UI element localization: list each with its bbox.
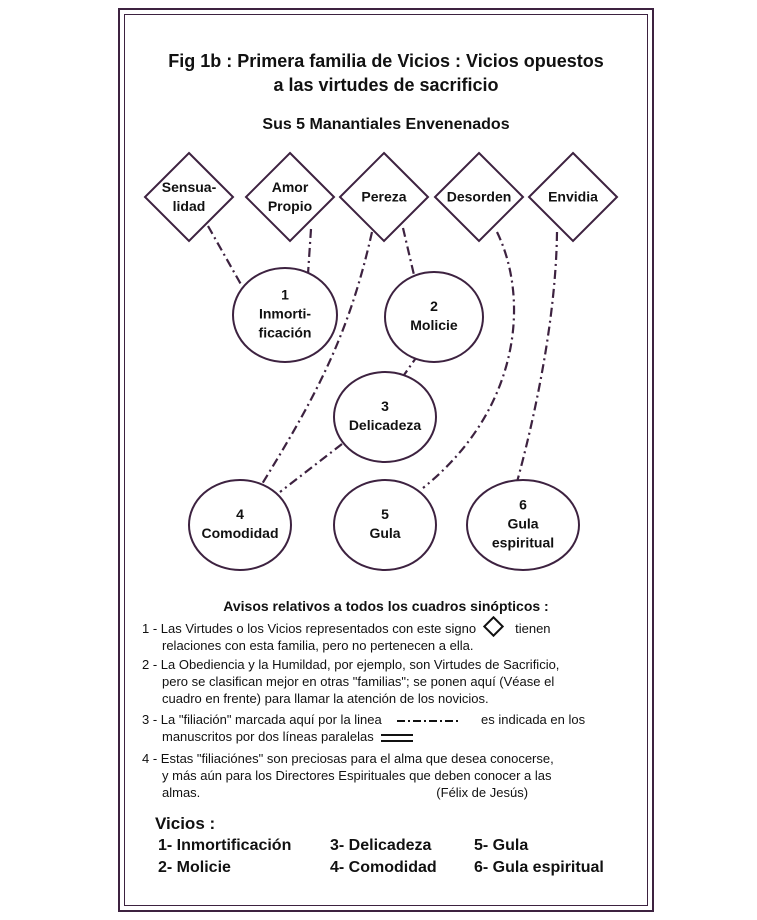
vice-gula-line-2: Gula: [369, 525, 400, 541]
vice-delicadeza-line-2: Delicadeza: [349, 417, 422, 433]
link-desorden-to-gula: [422, 231, 516, 489]
link-sensualidad-to-inmortificacion: [207, 225, 244, 289]
source-envidia-line-1: Envidia: [548, 189, 598, 205]
diamond-shape: [143, 151, 235, 243]
source-node-desorden: Desorden: [433, 151, 525, 243]
figure-title-line1: Fig 1b : Primera familia de Vicios : Vic…: [168, 51, 604, 71]
vice-comodidad-line-1: 4: [236, 506, 244, 522]
link-pereza-to-comodidad: [261, 231, 374, 485]
note-2: 2 - La Obediencia y la Humildad, por eje…: [142, 656, 559, 707]
note-3-text-c: manuscritos por dos líneas paralelas: [162, 729, 374, 744]
source-pereza-line-1: Pereza: [361, 189, 406, 205]
vice-molicie-line-2: Molicie: [410, 317, 458, 333]
link-amor-propio-to-inmortificacion: [306, 228, 313, 275]
note-4-signature: (Félix de Jesús): [436, 785, 529, 800]
inner-frame: [124, 14, 648, 906]
vice-gula-espiritual-line-1: 6: [519, 497, 527, 513]
notes-title: Avisos relativos a todos los cuadros sin…: [223, 598, 549, 614]
outer-frame: [118, 8, 654, 912]
vicio-item-2: 2- Molicie: [158, 859, 231, 876]
vicio-item-3: 3- Delicadeza: [330, 837, 432, 854]
link-envidia-to-gula-espiritual: [515, 231, 559, 483]
vice-delicadeza-line-1: 3: [381, 398, 389, 414]
note-1: 1 - Las Virtudes o los Vicios representa…: [142, 615, 551, 654]
note-2-text-a: 2 - La Obediencia y la Humildad, por eje…: [142, 657, 560, 672]
vicio-item-6: 6- Gula espiritual: [474, 859, 604, 876]
link-delicadeza-to-comodidad: [279, 443, 343, 493]
diamond-shape: [244, 151, 336, 243]
vice-gula-espiritual-line-3: espiritual: [492, 535, 554, 551]
diamond-shape: [338, 151, 430, 243]
ellipse-shape: [333, 479, 437, 571]
vicios-list-title: Vicios :: [155, 814, 216, 833]
links-layer: [207, 225, 559, 493]
vice-gula-line-1: 5: [381, 506, 389, 522]
ellipse-shape: [232, 267, 338, 363]
note-2-text-c: cuadro en frente) para llamar la atenció…: [162, 691, 489, 706]
figure-title-line2: a las virtudes de sacrificio: [273, 75, 499, 95]
source-desorden-line-1: Desorden: [447, 189, 512, 205]
source-node-pereza: Pereza: [338, 151, 430, 243]
source-amor-propio-line-1: Amor: [272, 179, 309, 195]
ellipse-shape: [188, 479, 292, 571]
ellipse-shape: [384, 271, 484, 363]
diamond-sign-icon: [483, 615, 505, 638]
note-4-text-b: y más aún para los Directores Espiritual…: [162, 768, 552, 783]
diamond-shape: [527, 151, 619, 243]
note-1-text-c: relaciones con esta familia, pero no per…: [162, 638, 474, 653]
link-pereza-to-molicie: [401, 227, 416, 276]
vicio-item-4: 4- Comodidad: [330, 859, 437, 876]
note-3-text-a: 3 - La "filiación" marcada aquí por la l…: [142, 712, 382, 727]
note-3-text-b: es indicada en los: [481, 712, 586, 727]
note-4-text-a: 4 - Estas "filiaciónes" son preciosas pa…: [142, 751, 554, 766]
vice-gula-espiritual-line-2: Gula: [507, 516, 538, 532]
source-sensualidad-line-1: Sensua-: [162, 179, 217, 195]
dash-dot-line-sample-icon: [397, 719, 462, 722]
vicio-item-5: 5- Gula: [474, 837, 529, 854]
vice-comodidad-line-2: Comodidad: [202, 525, 279, 541]
note-3: 3 - La "filiación" marcada aquí por la l…: [142, 711, 585, 745]
source-node-envidia: Envidia: [527, 151, 619, 243]
source-amor-propio-line-2: Propio: [268, 198, 312, 214]
ellipse-shape: [333, 371, 437, 463]
note-4: 4 - Estas "filiaciónes" son preciosas pa…: [142, 750, 554, 801]
vice-inmortificacion-line-3: ficación: [259, 325, 312, 341]
note-1-text-a: 1 - Las Virtudes o los Vicios representa…: [142, 621, 477, 636]
double-line-sample-icon: [381, 733, 414, 742]
source-node-sensualidad: Sensua-lidad: [143, 151, 235, 243]
note-2-text-b: pero se clasifican mejor en otras "famil…: [162, 674, 555, 689]
source-sensualidad-line-2: lidad: [173, 198, 206, 214]
ellipse-shape: [466, 479, 580, 571]
vice-molicie-line-1: 2: [430, 298, 438, 314]
vicio-item-1: 1- Inmortificación: [158, 837, 292, 854]
figure-subtitle: Sus 5 Manantiales Envenenados: [262, 116, 510, 133]
vice-inmortificacion-line-1: 1: [281, 287, 289, 303]
diamond-shape: [433, 151, 525, 243]
note-1-text-b: tienen: [515, 621, 551, 636]
note-4-text-c: almas.: [162, 785, 201, 800]
vice-inmortificacion-line-2: Inmorti-: [259, 306, 311, 322]
